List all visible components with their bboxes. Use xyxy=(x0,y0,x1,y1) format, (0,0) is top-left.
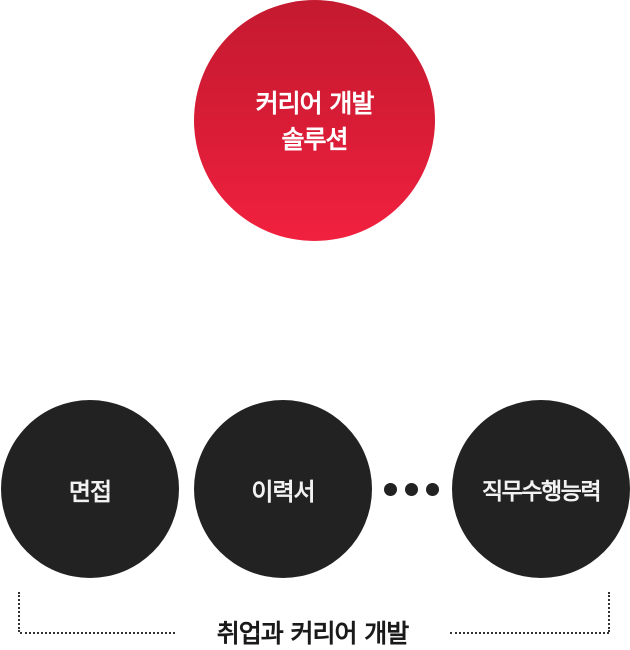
node-label: 직무수행능력 xyxy=(482,479,601,505)
group-bracket-right xyxy=(608,592,610,632)
ellipsis-dots-icon xyxy=(384,483,439,496)
career-solution-hub: 커리어 개발 솔루션 xyxy=(194,0,435,241)
hub-title-line2: 솔루션 xyxy=(281,124,348,154)
group-caption: 취업과 커리어 개발 xyxy=(216,619,409,648)
dot xyxy=(384,483,397,496)
group-bracket-bottom-left xyxy=(20,632,175,634)
dot xyxy=(405,483,418,496)
hub-title-line1: 커리어 개발 xyxy=(255,88,375,118)
node-job-competency: 직무수행능력 xyxy=(452,400,630,578)
node-resume: 이력서 xyxy=(194,400,372,578)
dot xyxy=(426,483,439,496)
group-bracket-left xyxy=(18,592,20,632)
node-label: 면접 xyxy=(68,477,112,506)
node-label: 이력서 xyxy=(251,477,315,506)
group-bracket-bottom-right xyxy=(450,632,609,634)
node-interview: 면접 xyxy=(1,400,179,578)
